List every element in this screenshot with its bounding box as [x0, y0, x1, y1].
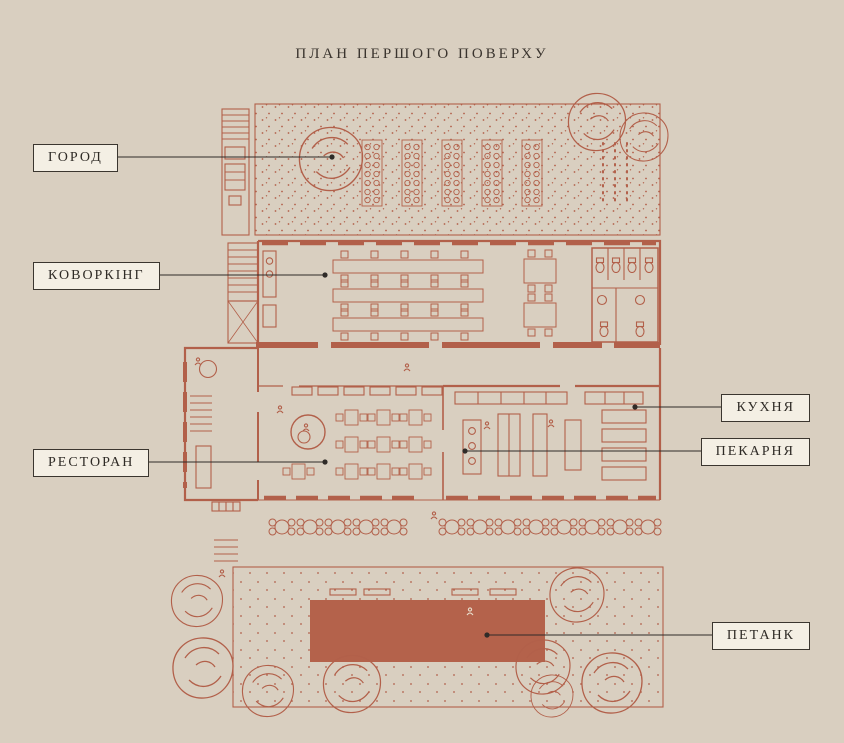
petanque-benches	[329, 588, 517, 596]
kitchenette-counter	[262, 250, 277, 328]
label-kitchen: КУХНЯ	[721, 394, 810, 423]
petanque-area	[170, 566, 664, 718]
restaurant-area	[183, 346, 662, 502]
plan-lines	[170, 92, 669, 718]
kitchen-area	[442, 384, 660, 500]
garden-area	[221, 92, 669, 236]
bar-counter	[290, 414, 326, 450]
terrace-area	[211, 501, 662, 578]
bakery-island	[462, 419, 482, 475]
label-garden: ГОРОД	[33, 144, 118, 173]
entrance-lobby	[183, 346, 258, 502]
label-petanque: ПЕТАНК	[711, 622, 810, 651]
label-restaurant: РЕСТОРАН	[33, 449, 150, 478]
garden-path	[221, 108, 250, 236]
restrooms	[591, 247, 659, 343]
terrace-steps	[211, 501, 241, 562]
label-coworking: КОВОРКІНГ	[33, 262, 160, 291]
kitchen-counters	[454, 391, 647, 481]
wall-segments	[256, 342, 660, 348]
label-bakery: ПЕКАРНЯ	[700, 438, 810, 467]
coworking-area	[227, 239, 662, 348]
page-title: ПЛАН ПЕРШОГО ПОВЕРХУ	[295, 46, 549, 62]
banquettes	[291, 386, 443, 396]
stairs	[227, 242, 259, 344]
petanque-court	[310, 600, 545, 662]
